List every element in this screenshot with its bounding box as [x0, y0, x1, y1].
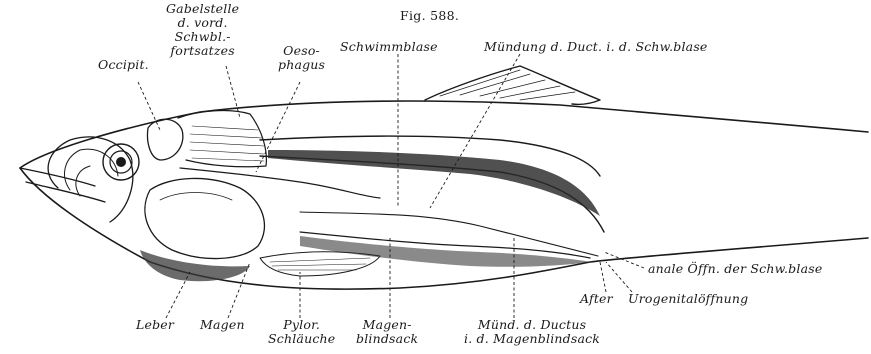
label-gabelstelle-line-2: d. vord.	[166, 16, 239, 30]
label-muend-ductus-line-2: i. d. Magenblindsack	[464, 332, 600, 346]
stomach	[145, 178, 265, 258]
occipital-bulge	[148, 119, 183, 160]
label-muendung: Mündung d. Duct. i. d. Schw.blase	[484, 40, 708, 54]
label-gabelstelle-line-1: Gabelstelle	[166, 2, 239, 16]
fish-mouth	[20, 168, 105, 202]
leader-muendung	[430, 54, 520, 208]
liver	[140, 250, 250, 281]
label-occipit: Occipit.	[98, 58, 149, 72]
label-gabelstelle-line-3: Schwbl.-	[166, 30, 239, 44]
label-muend-ductus: Münd. d. Ductus i. d. Magenblindsack	[464, 318, 600, 346]
label-oesophagus-line-1: Oeso-	[278, 44, 325, 58]
label-oesophagus: Oeso- phagus	[278, 44, 325, 72]
swim-bladder-shading	[268, 150, 600, 216]
label-gabelstelle: Gabelstelle d. vord. Schwbl.- fortsatzes	[166, 2, 239, 58]
leader-urogenital	[606, 262, 632, 292]
label-gabelstelle-line-4: fortsatzes	[166, 44, 239, 58]
label-anale: anale Öffn. der Schw.blase	[648, 262, 822, 276]
label-after: After	[580, 292, 613, 306]
label-magen: Magen	[200, 318, 245, 332]
label-muend-ductus-line-1: Münd. d. Ductus	[464, 318, 600, 332]
label-magenblindsack: Magen- blindsack	[356, 318, 418, 346]
label-urogenital: Urogenitalöffnung	[628, 292, 748, 306]
label-magenblindsack-line-2: blindsack	[356, 332, 418, 346]
figure-number: Fig. 588.	[400, 8, 459, 23]
label-pylor-line-2: Schläuche	[268, 332, 335, 346]
dorsal-fin	[425, 66, 600, 104]
label-oesophagus-line-2: phagus	[278, 58, 325, 72]
vertebral-processes	[178, 111, 266, 167]
label-leber: Leber	[136, 318, 174, 332]
label-magenblindsack-line-1: Magen-	[356, 318, 418, 332]
leader-after	[600, 262, 606, 292]
label-schwimmblase: Schwimmblase	[340, 40, 438, 54]
label-pylor: Pylor. Schläuche	[268, 318, 335, 346]
label-pylor-line-1: Pylor.	[268, 318, 335, 332]
